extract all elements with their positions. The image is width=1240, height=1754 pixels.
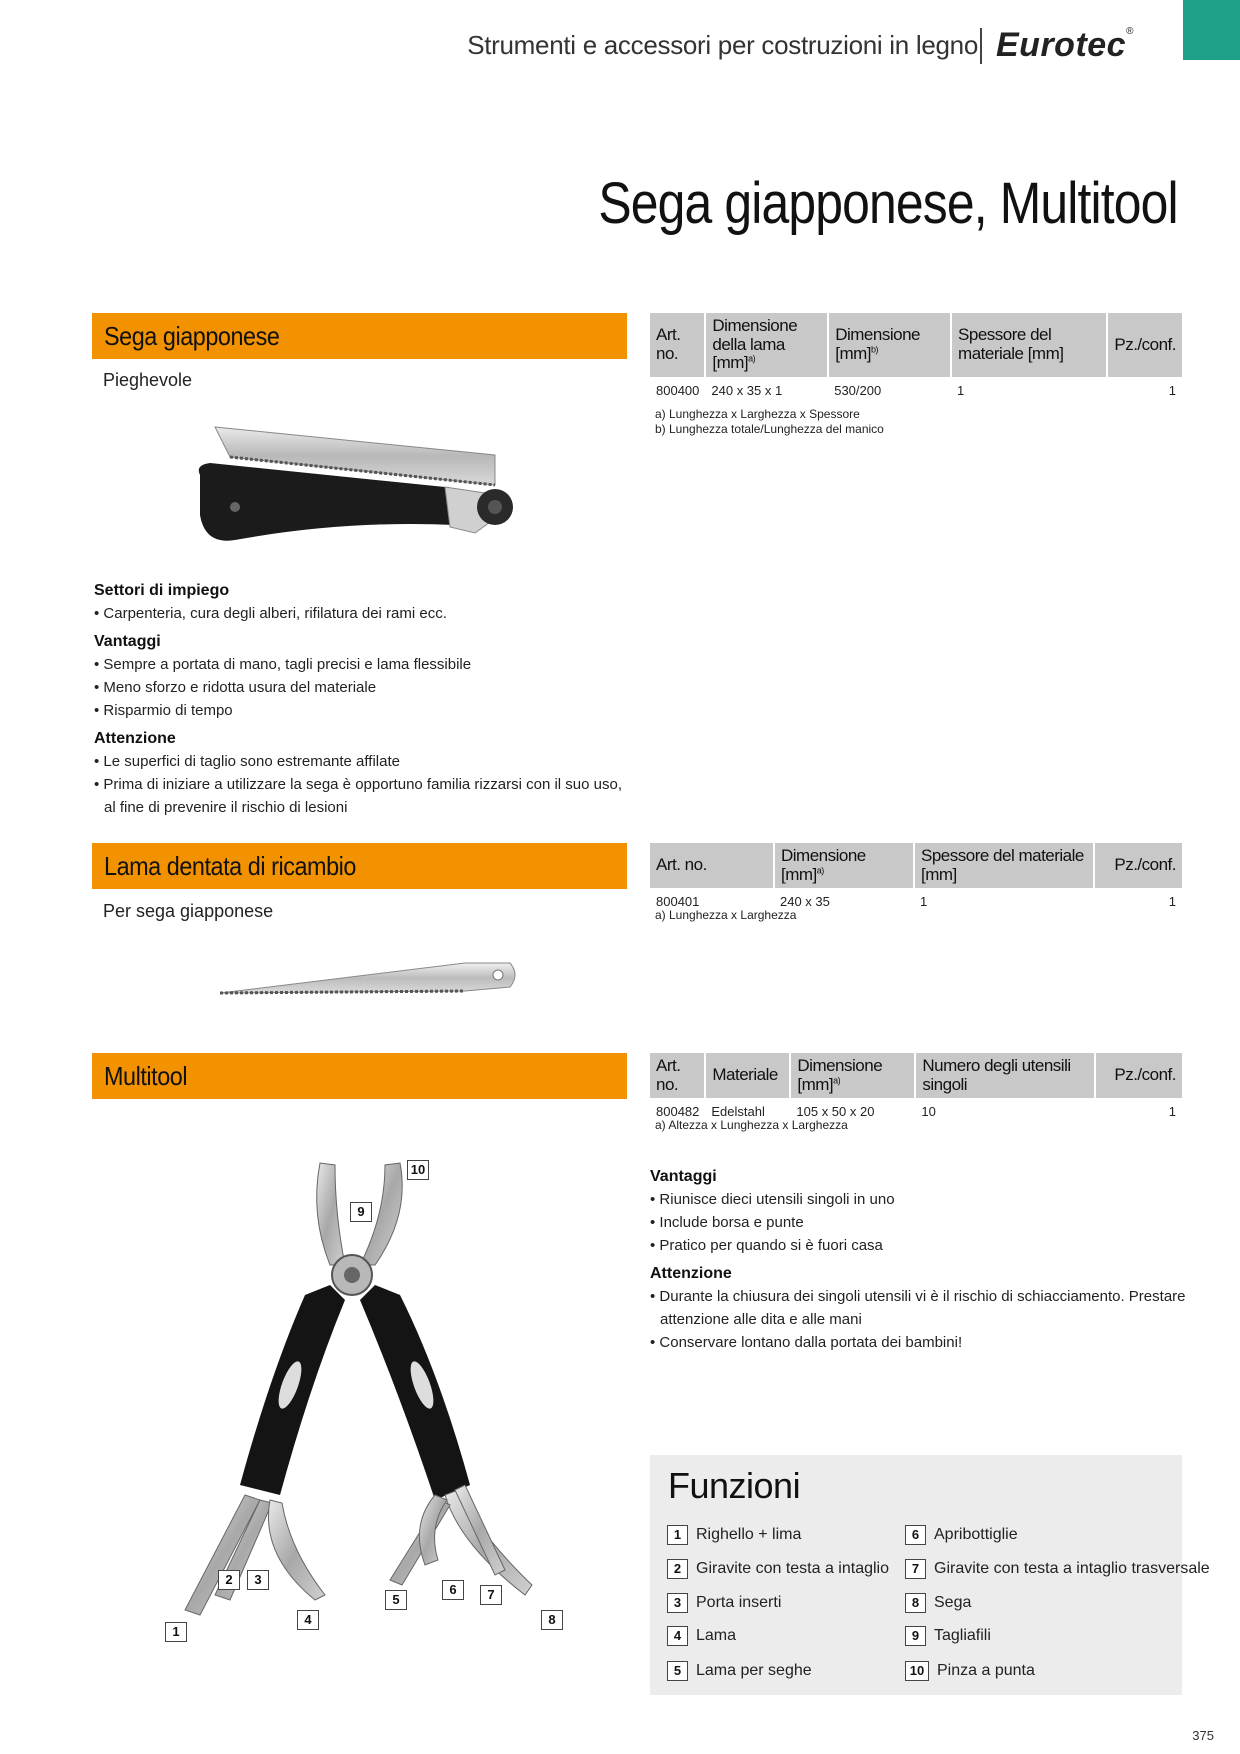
section-bar-multitool: Multitool [92, 1053, 627, 1099]
multitool-image [184, 1162, 533, 1616]
table-cell: 240 x 35 [774, 888, 914, 912]
table-cell: 240 x 35 x 1 [705, 377, 829, 401]
table-cell: 1 [951, 377, 1108, 401]
callout-1: 1 [165, 1622, 187, 1642]
list-item: • Durante la chiusura dei singoli utensi… [650, 1288, 1186, 1328]
table-cell: 530/200 [828, 377, 952, 401]
callout-3: 3 [247, 1570, 269, 1590]
block-heading: Vantaggi [94, 633, 161, 650]
table-header: Spessore del materiale [mm] [951, 313, 1109, 379]
callout-9: 9 [350, 1202, 372, 1222]
callout-6: 6 [442, 1580, 464, 1600]
table-header: Art. no. [650, 843, 775, 890]
eurotec-logo: Eurotec® [996, 26, 1134, 64]
block-heading: Vantaggi [650, 1168, 717, 1185]
chapter-tab [1183, 0, 1240, 60]
callout-5: 5 [385, 1590, 407, 1610]
table-cell: 10 [915, 1098, 1096, 1122]
table-header: Numero degli utensili singoli [915, 1053, 1097, 1100]
page-number: 375 [1192, 1728, 1214, 1743]
table-row: 800400 240 x 35 x 1 530/200 1 1 [650, 377, 1182, 401]
table-header: Dimensione [mm]a) [774, 843, 915, 890]
folding-saw-image [198, 426, 513, 541]
table-row: 800482 Edelstahl 105 x 50 x 20 10 1 [650, 1098, 1182, 1122]
table-cell: 800401 [650, 888, 774, 912]
table-header: Materiale [705, 1053, 792, 1100]
table-blade: Art. no. Dimensione [mm]a) Spessore del … [650, 843, 1182, 912]
list-item: • Sempre a portata di mano, tagli precis… [94, 656, 472, 673]
block-heading: Attenzione [650, 1265, 732, 1282]
section-subtitle-blade: Per sega giapponese [103, 901, 274, 921]
list-item: • Carpenteria, cura degli alberi, rifila… [94, 605, 447, 622]
section-subtitle-saw: Pieghevole [103, 370, 193, 390]
page-title: Sega giapponese, Multitool [598, 171, 1179, 236]
text-block-multitool: Vantaggi • Riunisce dieci utensili singo… [650, 1160, 1190, 1354]
callout-8: 8 [541, 1610, 563, 1630]
table-saw: Art. no. Dimensione della lama [mm]a) Di… [650, 313, 1182, 401]
table-header: Art. no. [650, 1053, 707, 1100]
section-title-blade: Lama dentata di ricambio [104, 851, 356, 881]
header-title: Strumenti e accessori per costruzioni in… [467, 30, 978, 60]
table-cell: 800482 [650, 1098, 706, 1122]
block-heading: Settori di impiego [94, 582, 230, 599]
table-header: Pz./conf. [1094, 843, 1182, 890]
table-cell: 1 [1095, 1098, 1182, 1122]
table-cell: 800400 [650, 377, 706, 401]
table-header: Dimensione [mm]b) [828, 313, 953, 379]
table-row: 800401 240 x 35 1 1 [650, 888, 1182, 912]
table-header: Pz./conf. [1095, 1053, 1182, 1100]
footnotes-multitool: a) Altezza x Lunghezza x Larghezza [655, 1118, 848, 1132]
text-block-saw: Settori di impiego • Carpenteria, cura d… [94, 574, 634, 819]
table-header: Spessore del materiale [mm] [914, 843, 1095, 890]
table-cell: 1 [914, 888, 1094, 912]
callout-4: 4 [297, 1610, 319, 1630]
table-header: Dimensione [mm]a) [790, 1053, 917, 1100]
footnotes-saw: a) Lunghezza x Larghezza x Spessore b) L… [655, 407, 884, 436]
list-item: • Le superfici di taglio sono estremante… [94, 753, 400, 770]
footnotes-blade: a) Lunghezza x Larghezza [655, 908, 797, 922]
list-item: • Meno sforzo e ridotta usura del materi… [94, 679, 377, 696]
table-header: Pz./conf. [1107, 313, 1182, 379]
table-cell: 1 [1107, 377, 1182, 401]
table-cell: Edelstahl [705, 1098, 791, 1122]
section-title-saw: Sega giapponese [104, 321, 280, 351]
list-item: • Include borsa e punte [650, 1214, 804, 1231]
replacement-blade-image [219, 962, 516, 995]
section-title-multitool: Multitool [104, 1061, 188, 1091]
header-separator [980, 28, 982, 64]
table-cell: 1 [1094, 888, 1182, 912]
table-header: Art. no. [650, 313, 707, 379]
list-item: • Risparmio di tempo [94, 702, 233, 719]
list-item: • Riunisce dieci utensili singoli in uno [650, 1191, 895, 1208]
list-item: • Pratico per quando si è fuori casa [650, 1237, 883, 1254]
block-heading: Attenzione [94, 730, 176, 747]
callout-10: 10 [407, 1160, 429, 1180]
table-header: Dimensione della lama [mm]a) [705, 313, 830, 379]
list-item: • Conservare lontano dalla portata dei b… [650, 1334, 963, 1351]
section-bar-saw: Sega giapponese [92, 313, 627, 359]
section-bar-blade: Lama dentata di ricambio [92, 843, 627, 889]
callout-2: 2 [218, 1570, 240, 1590]
list-item: • Prima di iniziare a utilizzare la sega… [94, 776, 622, 816]
table-cell: 105 x 50 x 20 [790, 1098, 916, 1122]
table-multitool: Art. no. Materiale Dimensione [mm]a) Num… [650, 1053, 1182, 1122]
callout-7: 7 [480, 1585, 502, 1605]
funzioni-title: Funzioni [668, 1465, 801, 1506]
